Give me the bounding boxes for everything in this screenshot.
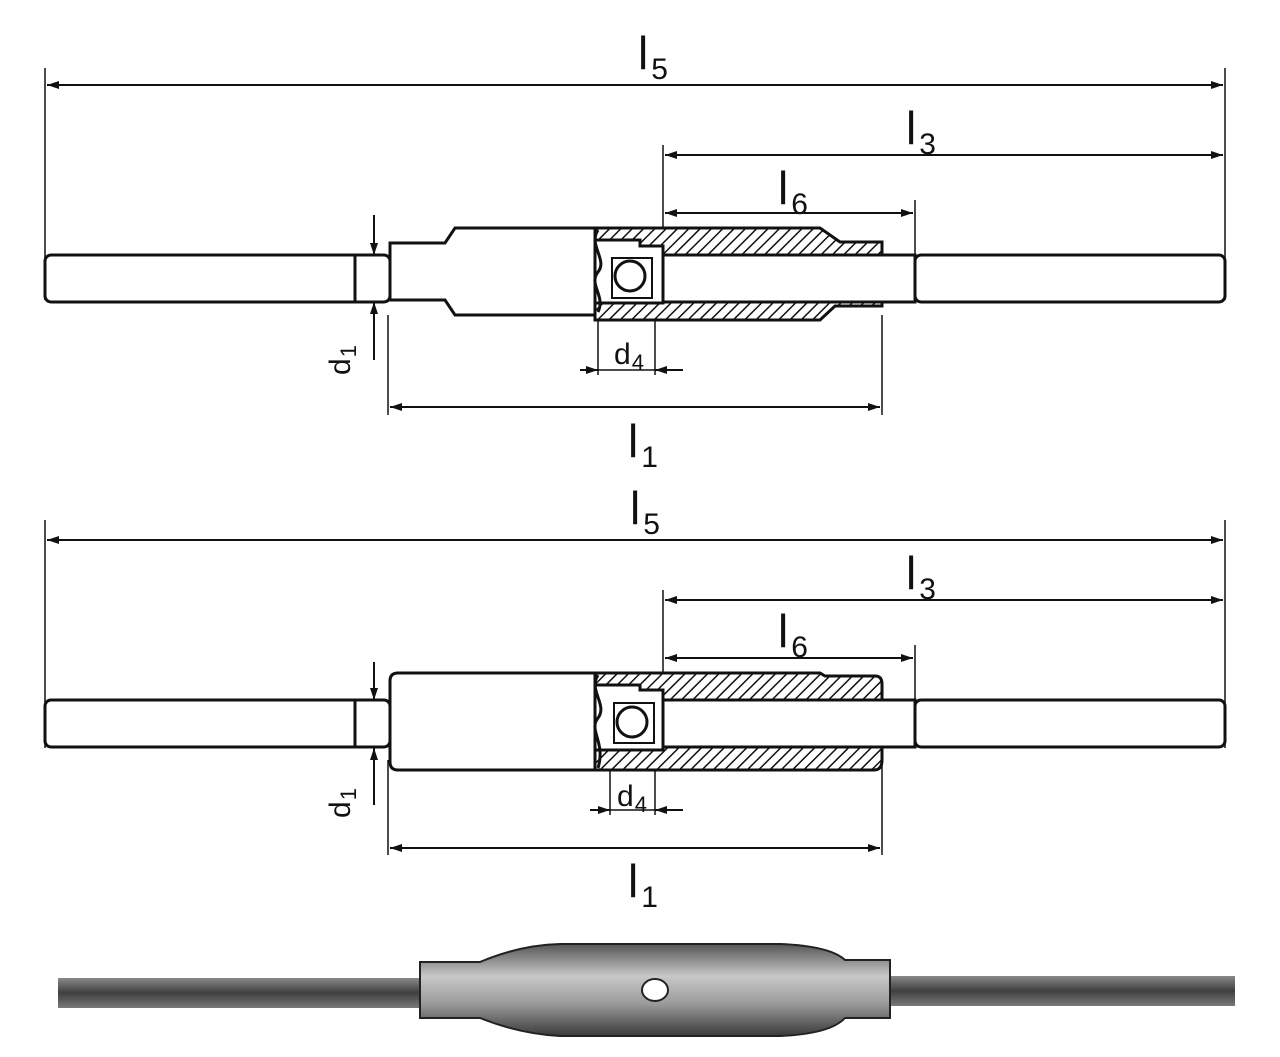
- label-l1-letter: l: [628, 855, 639, 907]
- label-d1-top: d1: [323, 345, 361, 375]
- label-l1-letter: l: [628, 415, 639, 467]
- label-d1-index: 1: [335, 788, 361, 801]
- ball: [615, 705, 649, 739]
- label-l3-index: 3: [919, 128, 936, 161]
- label-l5-index: 5: [651, 53, 668, 86]
- label-l3-letter: l: [906, 547, 917, 599]
- ball: [613, 259, 647, 293]
- right-rod-inner: [661, 253, 917, 304]
- ball-seat: [613, 702, 655, 744]
- ball-seat: [611, 257, 653, 299]
- label-l3-letter: l: [906, 102, 917, 154]
- label-d4-index: 4: [634, 792, 647, 817]
- break-line: [593, 674, 603, 769]
- label-d4-top: d4: [614, 338, 644, 374]
- top-view: [43, 68, 1227, 415]
- break-line: [593, 229, 603, 313]
- turnbuckle-body-left: [388, 226, 597, 317]
- label-d4-letter: d: [614, 338, 631, 371]
- bottom-view: [43, 520, 1227, 855]
- turnbuckle-body-left: [388, 671, 597, 772]
- product-photo: [58, 943, 1235, 1037]
- label-d1-bottom: d1: [323, 788, 361, 818]
- photo-rod-right: [880, 976, 1235, 1006]
- label-l6-index: 6: [791, 188, 808, 221]
- sleeve-section-top: [593, 226, 884, 257]
- label-d4-bottom: d4: [617, 780, 647, 816]
- label-l6-letter: l: [778, 162, 789, 214]
- label-l1-index: 1: [641, 881, 658, 914]
- photo-body-hole: [641, 978, 669, 1002]
- label-d4-letter: d: [617, 780, 634, 813]
- right-rod-outer: [913, 698, 1227, 749]
- label-d4-index: 4: [631, 350, 644, 375]
- label-l3-index: 3: [919, 573, 936, 606]
- label-l5-letter: l: [638, 27, 649, 79]
- label-d1-letter: d: [323, 358, 357, 375]
- right-rod-outer: [913, 253, 1227, 304]
- photo-rod-left: [58, 978, 428, 1008]
- label-l6-letter: l: [778, 605, 789, 657]
- label-l6-index: 6: [791, 631, 808, 664]
- left-rod: [43, 698, 392, 749]
- label-d1-index: 1: [335, 345, 361, 358]
- label-l1-index: 1: [641, 441, 658, 474]
- label-d1-letter: d: [323, 801, 357, 818]
- left-rod: [43, 253, 392, 304]
- sleeve-section-bottom: [593, 745, 884, 772]
- sleeve-section-bottom: [593, 300, 884, 322]
- label-l5-index: 5: [643, 508, 660, 541]
- sleeve-section-top: [593, 671, 884, 702]
- label-l5-letter: l: [630, 482, 641, 534]
- right-rod-inner: [661, 698, 917, 749]
